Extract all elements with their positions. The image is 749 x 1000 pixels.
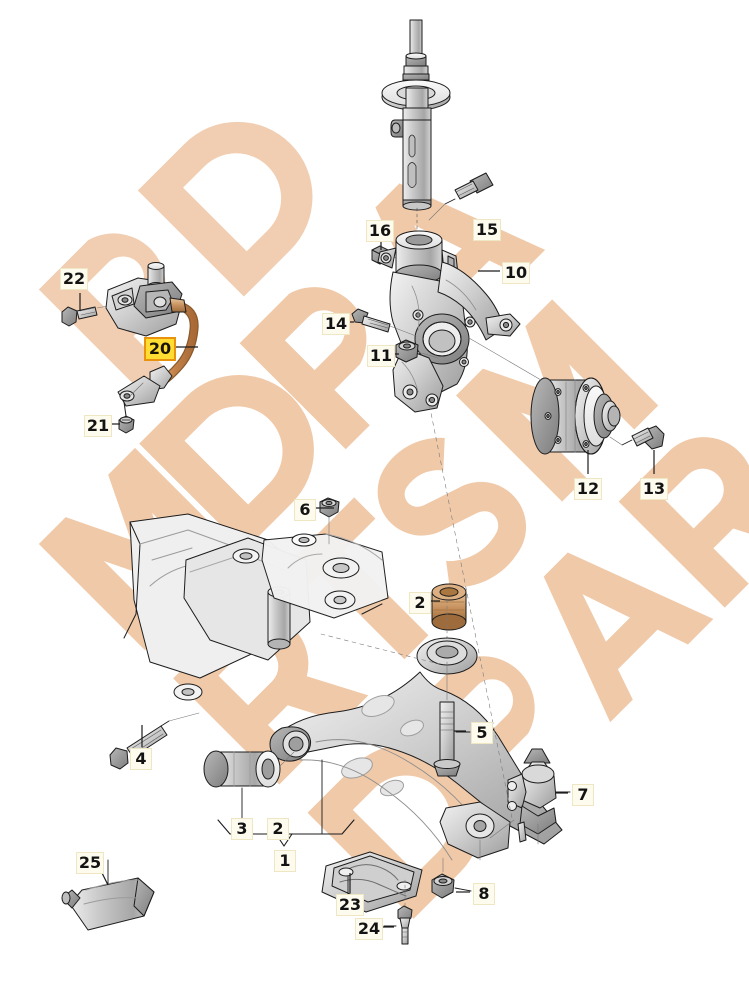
- callout-label-24[interactable]: 24: [355, 918, 383, 940]
- bolt-13-part: [609, 425, 665, 450]
- callout-label-11[interactable]: 11: [367, 345, 395, 367]
- brake-hose-assembly-part: [105, 262, 199, 417]
- steering-knuckle-part: [377, 230, 521, 413]
- ball-joint-part: [489, 748, 571, 845]
- callout-label-7[interactable]: 7: [572, 784, 594, 806]
- grease-tube-part: [61, 859, 155, 931]
- callout-label-15[interactable]: 15: [473, 219, 501, 241]
- callout-label-20[interactable]: 20: [144, 337, 176, 361]
- callout-label-1[interactable]: 1: [274, 850, 296, 872]
- control-arm-part: [269, 637, 563, 861]
- callout-label-4[interactable]: 4: [130, 748, 152, 770]
- bolt-14-part: [351, 308, 417, 337]
- strut-part: [381, 19, 451, 243]
- callout-label-3[interactable]: 3: [231, 818, 253, 840]
- bushing-3-part: [203, 750, 295, 827]
- callout-label-13[interactable]: 13: [640, 478, 668, 500]
- wheel-hub-part: [468, 337, 621, 455]
- nut-8-part: [431, 857, 472, 899]
- callout-label-23[interactable]: 23: [336, 894, 364, 916]
- nut-11-part: [395, 339, 439, 363]
- push-pin-clip-part: [383, 879, 413, 945]
- bolt-22-part: [61, 303, 120, 327]
- callout-label-25[interactable]: 25: [76, 852, 104, 874]
- callout-label-5[interactable]: 5: [471, 722, 493, 744]
- nut-21-part: [118, 415, 135, 434]
- bolt-15-part: [428, 172, 494, 221]
- callout-label-2-group[interactable]: 2: [267, 818, 289, 840]
- nut-6-part: [319, 497, 340, 545]
- bolt-5-part: [433, 661, 471, 777]
- callout-label-8[interactable]: 8: [473, 883, 495, 905]
- callout-label-16[interactable]: 16: [366, 220, 394, 242]
- callout-label-21[interactable]: 21: [84, 415, 112, 437]
- callout-label-2-upper[interactable]: 2: [409, 592, 431, 614]
- callout-label-14[interactable]: 14: [322, 313, 350, 335]
- callout-label-22[interactable]: 22: [60, 268, 88, 290]
- bushing-2-upper-part: [431, 583, 467, 657]
- callout-label-10[interactable]: 10: [502, 262, 530, 284]
- callout-label-6[interactable]: 6: [294, 499, 316, 521]
- callout-label-12[interactable]: 12: [574, 478, 602, 500]
- subframe-part: [123, 513, 389, 701]
- reference-lines: [320, 397, 513, 819]
